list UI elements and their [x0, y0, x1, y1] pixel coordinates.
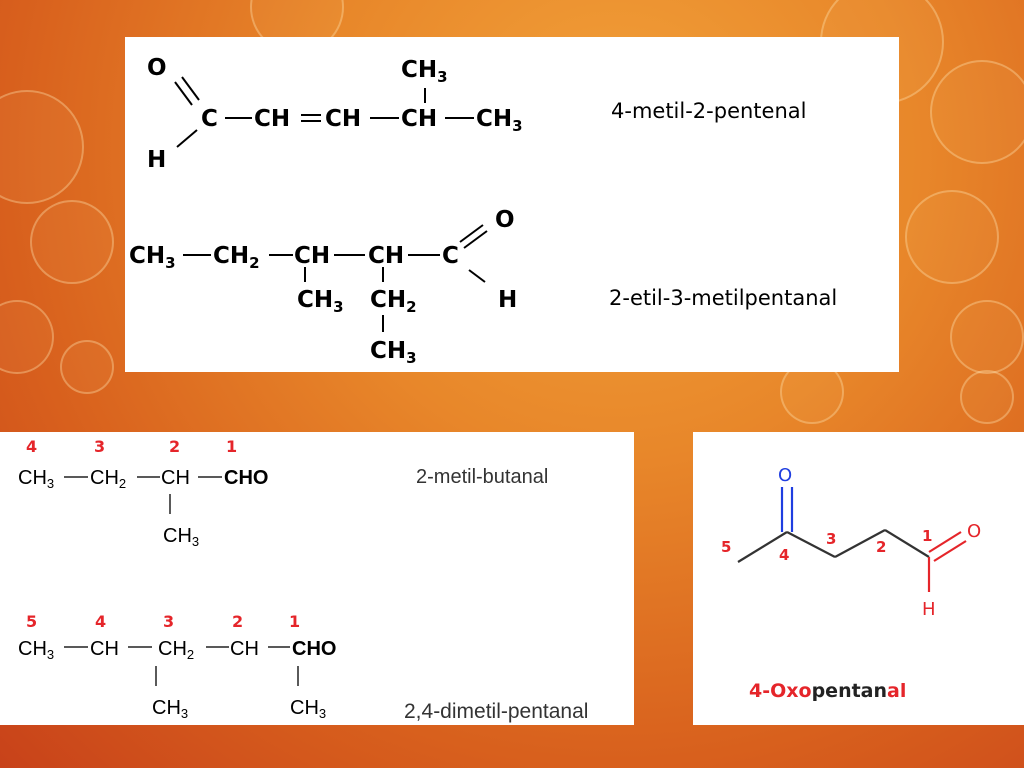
carbon-numbering-butanal: 4 3 2 1: [26, 437, 237, 456]
aldehyde-bonds: [927, 531, 967, 592]
butanal-bonds: [64, 476, 222, 514]
ethyl-ch2: CH2: [370, 287, 417, 316]
ketone-double-bond: [780, 487, 794, 532]
carbon-ch2: CH2: [158, 638, 194, 662]
pentanal-bonds: [183, 224, 488, 332]
carbon-number: 2: [232, 612, 243, 631]
carbon-number: 2: [876, 538, 886, 556]
carbon-ch-b: CH: [368, 243, 404, 269]
double-bond-line: [174, 81, 193, 106]
pentenal-formula: O H C CH CH CH CH3 CH3: [147, 55, 523, 173]
skeleton-atoms: O O H: [778, 465, 981, 620]
carbon-number: 3: [826, 530, 836, 548]
background-bubble: [960, 370, 1014, 424]
structures-bottom-left-svg: 4 3 2 1 CH3 CH2 CH CHO CH3 2-metil-butan…: [18, 437, 588, 723]
skeleton-bonds: [737, 529, 930, 563]
compound-name-metilpentanal: 2-etil-3-metilpentanal: [609, 286, 837, 310]
background-bubble: [930, 60, 1024, 164]
carbon-ch-a: CH: [294, 243, 330, 269]
panel-oxopentanal: O O H 5 4 3 2 1 4-Oxopentanal: [693, 432, 1024, 725]
carbon-number: 2: [169, 437, 180, 456]
double-bond-line: [459, 224, 484, 243]
bond-line: [176, 129, 198, 148]
carbon-number: 4: [26, 437, 37, 456]
carbon-ch-a: CH: [90, 638, 119, 660]
carbon-number: 1: [226, 437, 237, 456]
compound-name-pentenal: 4-metil-2-pentenal: [611, 99, 806, 123]
background-bubble: [0, 90, 84, 204]
oxygen-atom: O: [147, 55, 167, 81]
background-bubble: [950, 300, 1024, 374]
carbon-ch3: CH3: [18, 638, 54, 662]
aldehyde-group-cho: CHO: [224, 467, 268, 489]
pentanal-formula: CH3 CH2 CH CH C O H CH3 CH2 CH3: [129, 207, 517, 367]
carbon-ch2: CH2: [213, 243, 260, 272]
double-bond-line: [463, 230, 488, 249]
methyl-branch: CH3: [163, 525, 199, 549]
carbon-ch3: CH3: [129, 243, 176, 272]
compound-name-dimetil-pentanal: 2,4-dimetil-pentanal: [404, 700, 588, 723]
compound-name-oxopentanal: 4-Oxopentanal: [749, 680, 906, 702]
panel-pentenal-pentanal: O H C CH CH CH CH3 CH3 4-metil-2-pentena…: [125, 37, 899, 372]
panel-butanal-pentanal: 4 3 2 1 CH3 CH2 CH CHO CH3 2-metil-butan…: [0, 432, 634, 725]
pentanal-bonds-bottom: [64, 646, 299, 686]
hydrogen-atom: H: [147, 147, 166, 173]
bond-c3-c2: [834, 529, 886, 558]
carbon-number: 4: [779, 546, 789, 564]
carbon-number: 1: [922, 527, 932, 545]
carbon-number: 3: [94, 437, 105, 456]
carbon-c3: CH: [325, 106, 361, 132]
structure-oxopentanal-svg: O O H 5 4 3 2 1 4-Oxopentanal: [721, 465, 981, 702]
carbon-ch2: CH2: [90, 467, 126, 491]
carbon-number: 4: [95, 612, 106, 631]
bond-line: [468, 269, 486, 283]
double-bond-line: [928, 531, 962, 553]
hydrogen-atom: H: [498, 287, 517, 313]
oxygen-atom: O: [495, 207, 515, 233]
skeleton-numbering: 5 4 3 2 1: [721, 527, 932, 564]
aldehyde-group-cho: CHO: [292, 638, 336, 660]
carbon-ch-b: CH: [230, 638, 259, 660]
carbon-c1: C: [201, 106, 218, 132]
double-bond-line: [933, 540, 967, 562]
carbon-number: 5: [26, 612, 37, 631]
aldehyde-hydrogen: H: [922, 599, 936, 620]
background-bubble: [905, 190, 999, 284]
carbon-c2: CH: [254, 106, 290, 132]
carbon-number: 1: [289, 612, 300, 631]
butanal-formula: CH3 CH2 CH CHO CH3: [18, 467, 268, 549]
bond-c2-c1: [884, 529, 930, 558]
ketone-oxygen: O: [778, 465, 792, 486]
bond-c5-c4: [737, 531, 788, 563]
methyl-branch: CH3: [401, 57, 448, 86]
carbon-number: 3: [163, 612, 174, 631]
methyl-branch-c2: CH3: [290, 697, 326, 721]
structures-top-svg: O H C CH CH CH CH3 CH3 4-metil-2-pentena…: [129, 55, 837, 367]
carbon-number: 5: [721, 538, 731, 556]
carbon-ch: CH: [161, 467, 190, 489]
carbon-c4: CH: [401, 106, 437, 132]
aldehyde-oxygen: O: [967, 521, 981, 542]
carbon-numbering-pentanal: 5 4 3 2 1: [26, 612, 300, 631]
double-bond-line: [181, 76, 200, 101]
compound-name-butanal: 2-metil-butanal: [416, 466, 548, 488]
methyl-branch-c4: CH3: [152, 697, 188, 721]
background-bubble: [0, 300, 54, 374]
dimetil-pentanal-formula: CH3 CH CH2 CH CHO CH3 CH3: [18, 638, 336, 721]
ethyl-ch3: CH3: [370, 338, 417, 367]
background-bubble: [30, 200, 114, 284]
bond-c4-c3: [786, 531, 836, 558]
carbon-c: C: [442, 243, 459, 269]
background-bubble: [60, 340, 114, 394]
carbon-c5: CH3: [476, 106, 523, 135]
methyl-branch: CH3: [297, 287, 344, 316]
carbon-ch3: CH3: [18, 467, 54, 491]
pentenal-bonds: [174, 76, 474, 148]
